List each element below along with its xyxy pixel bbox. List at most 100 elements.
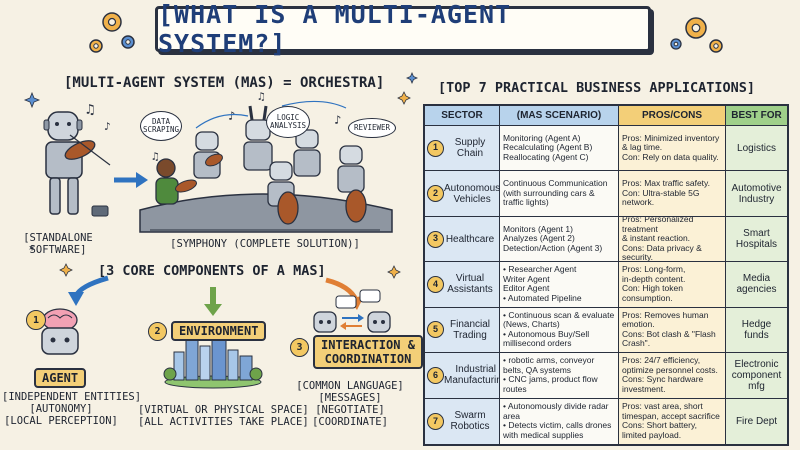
environment-label: ENVIRONMENT [171,321,267,341]
cell-line: Fire Dept [735,415,778,427]
sector-line: Financial [449,318,491,330]
component-number-2: 2 [148,321,167,341]
row-number-badge: 5 [427,321,444,339]
cell-line: • Automated Pipeline [503,292,582,303]
caption-line: [VIRTUAL OR PHYSICAL SPACE] [138,404,309,416]
cell-line: Automotive [731,182,782,194]
cell-line: Smart [743,228,770,240]
table-cell-sector: 6IndustrialManufacturing [425,353,500,399]
label-line: COORDINATION [324,352,412,366]
table-cell-scenario-lines: Continuous Communication(with surroundin… [503,179,607,208]
cell-line: & instant reaction. [622,233,691,244]
component-number-1: 1 [26,310,46,330]
table-cell-best-for: Fire Dept [726,398,787,444]
cell-line: in-depth content. [622,273,686,284]
table-cell-scenario: Monitors (Agent 1)Analyzes (Agent 2)Dete… [500,216,619,263]
bubble-line: ANALYSIS [269,121,307,130]
sector-line: Trading [453,329,487,341]
cell-line: consumption. [622,292,673,303]
city-icon [163,333,263,389]
row-number-badge: 6 [427,366,444,384]
bubble-line: LOGIC [276,113,300,122]
agent-caption: [INDEPENDENT ENTITIES] [AUTONOMY] [LOCAL… [2,391,141,427]
robot-icon [337,145,365,193]
cell-line: Pros: Personalized treatment [622,216,694,234]
orchestra-heading: [MULTI-AGENT SYSTEM (MAS) = ORCHESTRA] [64,75,385,91]
caption-line: [COMMON LANGUAGE] [296,380,404,392]
table-cell-scenario: • Continuous scan & evaluate(News, Chart… [500,307,619,354]
interaction-header: 3 INTERACTION & COORDINATION [290,335,423,369]
table-cell-pros-cons-lines: Pros: 24/7 efficiency,optimize personnel… [622,356,718,394]
cell-line: Detection/Action (Agent 3) [503,242,603,253]
cell-line: Cons: Bot clash & "Flash [622,328,716,339]
component-number-3: 3 [290,338,309,357]
table-cell-pros-cons: Pros: 24/7 efficiency,optimize personnel… [619,353,726,399]
row-number-badge: 1 [427,139,444,157]
cell-line: Crash". [622,338,651,349]
robot-icon [243,105,273,171]
svg-text:♫: ♫ [258,90,265,103]
cell-line: Pros: Long-form, [622,264,686,275]
cell-line: millisecond orders [503,338,572,349]
svg-text:*: * [28,243,35,257]
robot-icon [313,311,337,333]
sector-line: Industrial [455,364,496,376]
table-cell-pros-cons-lines: Pros: Long-form,in-depth content.Con: Hi… [622,265,685,303]
cell-line: Con: High token [622,283,683,294]
applications-heading: [TOP 7 PRACTICAL BUSINESS APPLICATIONS] [438,80,755,96]
cell-line: Monitoring (Agent A) [503,132,581,143]
cell-line: Writer Agent [503,273,550,284]
sector-line: Autonomous [444,182,500,194]
table-cell-best-for: Logistics [726,126,787,172]
arrow-to-orchestra [114,172,148,188]
cell-line: • Autonomously divide radar [503,401,609,412]
applications-table: SECTOR (MAS SCENARIO) PROS/CONS BEST FOR… [423,104,789,446]
sector-name: Healthcare [444,234,496,245]
label-line: INTERACTION & [321,338,415,352]
cell-line: Monitors (Agent 1) [503,223,573,234]
sparkle-icon [387,265,401,279]
cell-line: Cons: Sync hardware [622,374,704,385]
svg-text:♪: ♪ [228,109,235,123]
cell-line: Hospitals [735,239,778,251]
table-cell-pros-cons-lines: Pros: Personalized treatment& instant re… [622,216,722,263]
row-number-badge: 7 [427,412,444,430]
table-cell-pros-cons-lines: Pros: Max traffic safety.Con: Ultra-stab… [622,179,710,208]
caption-line: [NEGOTIATE] [315,404,385,416]
sector-line: Healthcare [445,233,495,245]
cell-line: timespan, accept sacrifice [622,410,720,421]
cell-line: Pros: vast area, short [622,401,703,412]
header-scenario: (MAS SCENARIO) [500,106,619,126]
cell-line: • Autonomous Buy/Sell [503,328,590,339]
gear-icon [709,39,723,53]
header-sector: SECTOR [425,106,500,126]
cell-line: optimize personnel costs. [622,364,718,375]
svg-text:♪: ♪ [104,120,111,133]
cell-line: (News, Charts) [503,319,560,330]
page-title: [WHAT IS A MULTI-AGENT SYSTEM?] [155,0,651,58]
cell-line: Analyzes (Agent 2) [503,233,575,244]
cell-line: limited payload. [622,429,682,440]
reviewer-bubble: REVIEWER [348,118,396,138]
cell-line: security. [622,252,654,263]
cell-line: mfg [748,380,765,392]
cell-line: • Detects victim, calls drones [503,420,612,431]
sector-line: Chain [456,148,484,160]
cell-line: Pros: 24/7 efficiency, [622,355,701,366]
cell-line: Cons: Data privacy & [622,242,702,253]
